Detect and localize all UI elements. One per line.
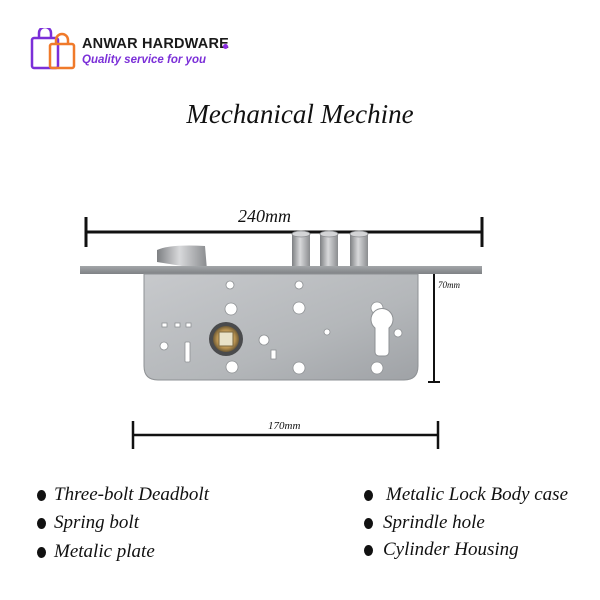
dimension-line-240 bbox=[84, 217, 484, 247]
shopping-bags-icon bbox=[30, 28, 76, 70]
dimension-line-70 bbox=[428, 274, 440, 383]
brand-logo: ANWAR HARDWARE Quality service for you bbox=[30, 28, 250, 72]
lock-body-holes bbox=[159, 280, 403, 375]
dimension-label-170: 170mm bbox=[266, 420, 303, 432]
deadbolt-pins bbox=[291, 230, 369, 270]
lock-body-case bbox=[143, 273, 419, 381]
brand-tagline: Quality service for you bbox=[82, 54, 206, 66]
page-title: Mechanical Mechine bbox=[186, 99, 414, 129]
brand-name: ANWAR HARDWARE bbox=[82, 36, 229, 52]
dimension-label-70: 70mm bbox=[438, 280, 460, 290]
cylinder-housing bbox=[370, 308, 394, 357]
brand-dot bbox=[223, 44, 228, 49]
dimension-label-240: 240mm bbox=[236, 206, 293, 227]
dimension-line-170 bbox=[131, 421, 440, 449]
front-plate bbox=[80, 266, 482, 274]
spindle-hub bbox=[209, 322, 243, 356]
